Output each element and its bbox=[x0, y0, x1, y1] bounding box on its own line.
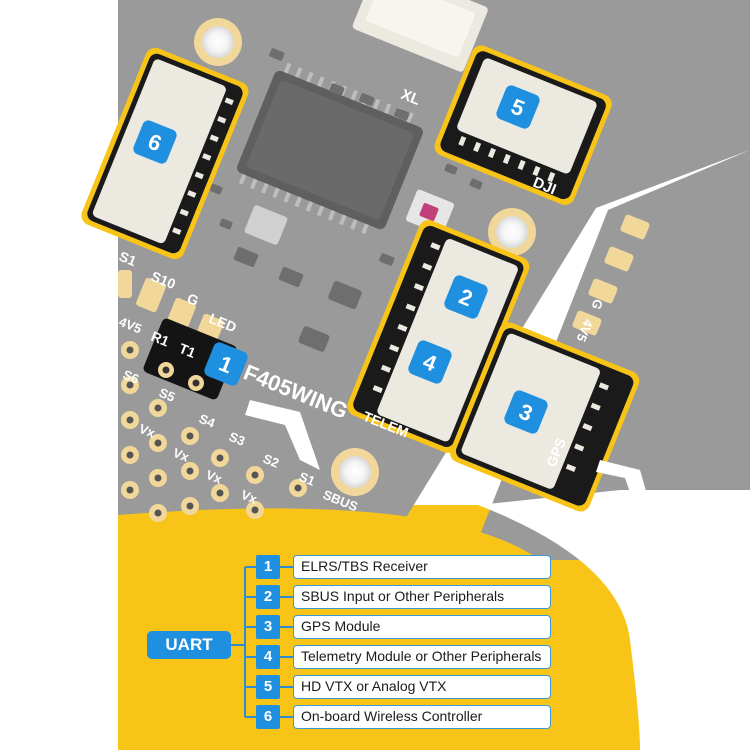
legend-number: 4 bbox=[256, 645, 280, 669]
silk-vx-1: Vx bbox=[137, 421, 158, 441]
white-curve bbox=[478, 490, 750, 750]
silk-s6: S6 bbox=[121, 367, 141, 387]
legend-bracket bbox=[231, 566, 256, 718]
uart1-pad-group bbox=[143, 318, 237, 400]
badge-3: 3 bbox=[504, 390, 548, 434]
baro-chip bbox=[405, 189, 455, 235]
badge-1: 1 bbox=[204, 342, 248, 386]
mcu-chip bbox=[237, 62, 423, 235]
chevron-logo-right bbox=[596, 460, 650, 505]
legend-number: 3 bbox=[256, 615, 280, 639]
mount-hole-right bbox=[488, 208, 536, 256]
legend-text: SBUS Input or Other Peripherals bbox=[293, 585, 551, 609]
legend-text: GPS Module bbox=[293, 615, 551, 639]
legend-text: Telemetry Module or Other Peripherals bbox=[293, 645, 551, 669]
legend-number: 2 bbox=[256, 585, 280, 609]
badge-4: 4 bbox=[408, 340, 452, 384]
legend-text: HD VTX or Analog VTX bbox=[293, 675, 551, 699]
silk-r1: R1 bbox=[149, 328, 172, 350]
silk-vx-3: Vx bbox=[204, 467, 225, 487]
silk-s5: S5 bbox=[157, 385, 177, 405]
legend-connectors bbox=[280, 566, 293, 718]
legend-text: ELRS/TBS Receiver bbox=[293, 555, 551, 579]
sensor-chip bbox=[244, 205, 288, 245]
silk-s11: S1 bbox=[117, 248, 139, 269]
silk-s4: S4 bbox=[197, 411, 218, 431]
connector-top bbox=[352, 0, 488, 72]
legend-text: On-board Wireless Controller bbox=[293, 705, 551, 729]
legend-number: 5 bbox=[256, 675, 280, 699]
mount-hole-top bbox=[194, 18, 242, 66]
badge-2: 2 bbox=[444, 275, 488, 319]
silk-s2: S2 bbox=[261, 451, 281, 471]
badge-6: 6 bbox=[133, 120, 177, 164]
smd-components bbox=[209, 48, 483, 352]
right-board-pads bbox=[572, 214, 650, 336]
uart-label: UART bbox=[147, 631, 231, 659]
badge-5: 5 bbox=[496, 85, 540, 129]
silk-xl: XL bbox=[399, 86, 423, 109]
silk-t1: T1 bbox=[177, 340, 198, 361]
through-hole-grid bbox=[121, 341, 307, 522]
silk-vx-4: Vx bbox=[239, 487, 260, 507]
chevron-logo bbox=[245, 400, 320, 470]
mount-hole-bottom bbox=[331, 448, 379, 496]
silk-s3: S3 bbox=[227, 429, 247, 449]
silk-s1: S1 bbox=[297, 469, 317, 489]
legend-number: 1 bbox=[256, 555, 280, 579]
silk-vx-2: Vx bbox=[171, 445, 192, 465]
legend-number: 6 bbox=[256, 705, 280, 729]
